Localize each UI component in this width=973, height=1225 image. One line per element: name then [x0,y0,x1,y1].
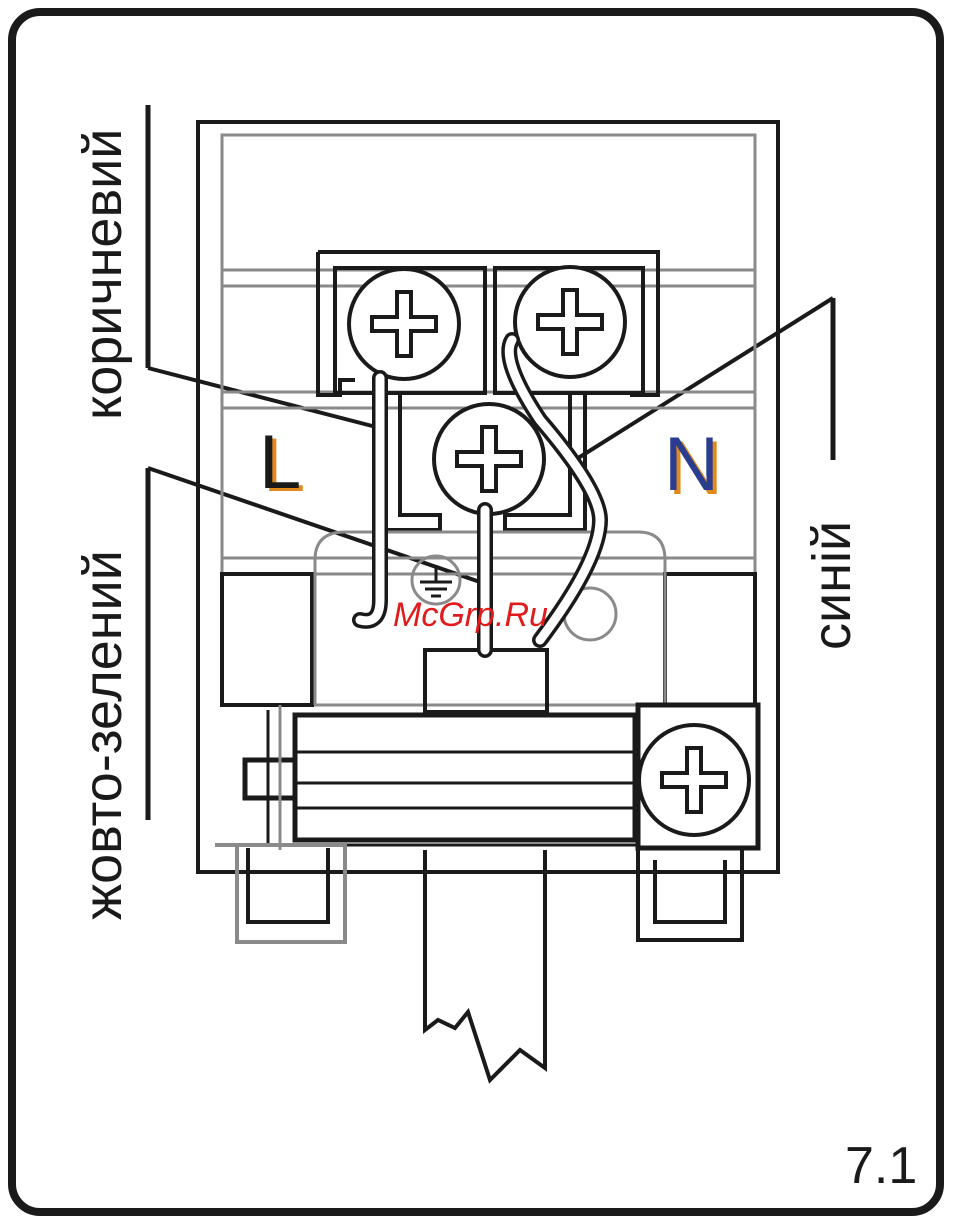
label-yellow-green-wire: жовто-зелений [73,550,133,920]
screw-icon [515,267,625,377]
screw-icon [349,269,459,379]
leader-line-brown-diag [148,368,380,428]
power-cable [425,850,545,1080]
label-brown-wire: коричневий [73,129,133,420]
terminal-label-N: N [664,422,719,507]
watermark: McGrp.Ru [393,596,548,634]
mounting-feet [215,845,742,942]
screw-icon [639,725,749,835]
label-blue-wire: синій [802,521,862,650]
figure-number: 7.1 [845,1137,917,1195]
screw-icon [434,404,544,514]
terminal-label-L: L [259,420,301,505]
